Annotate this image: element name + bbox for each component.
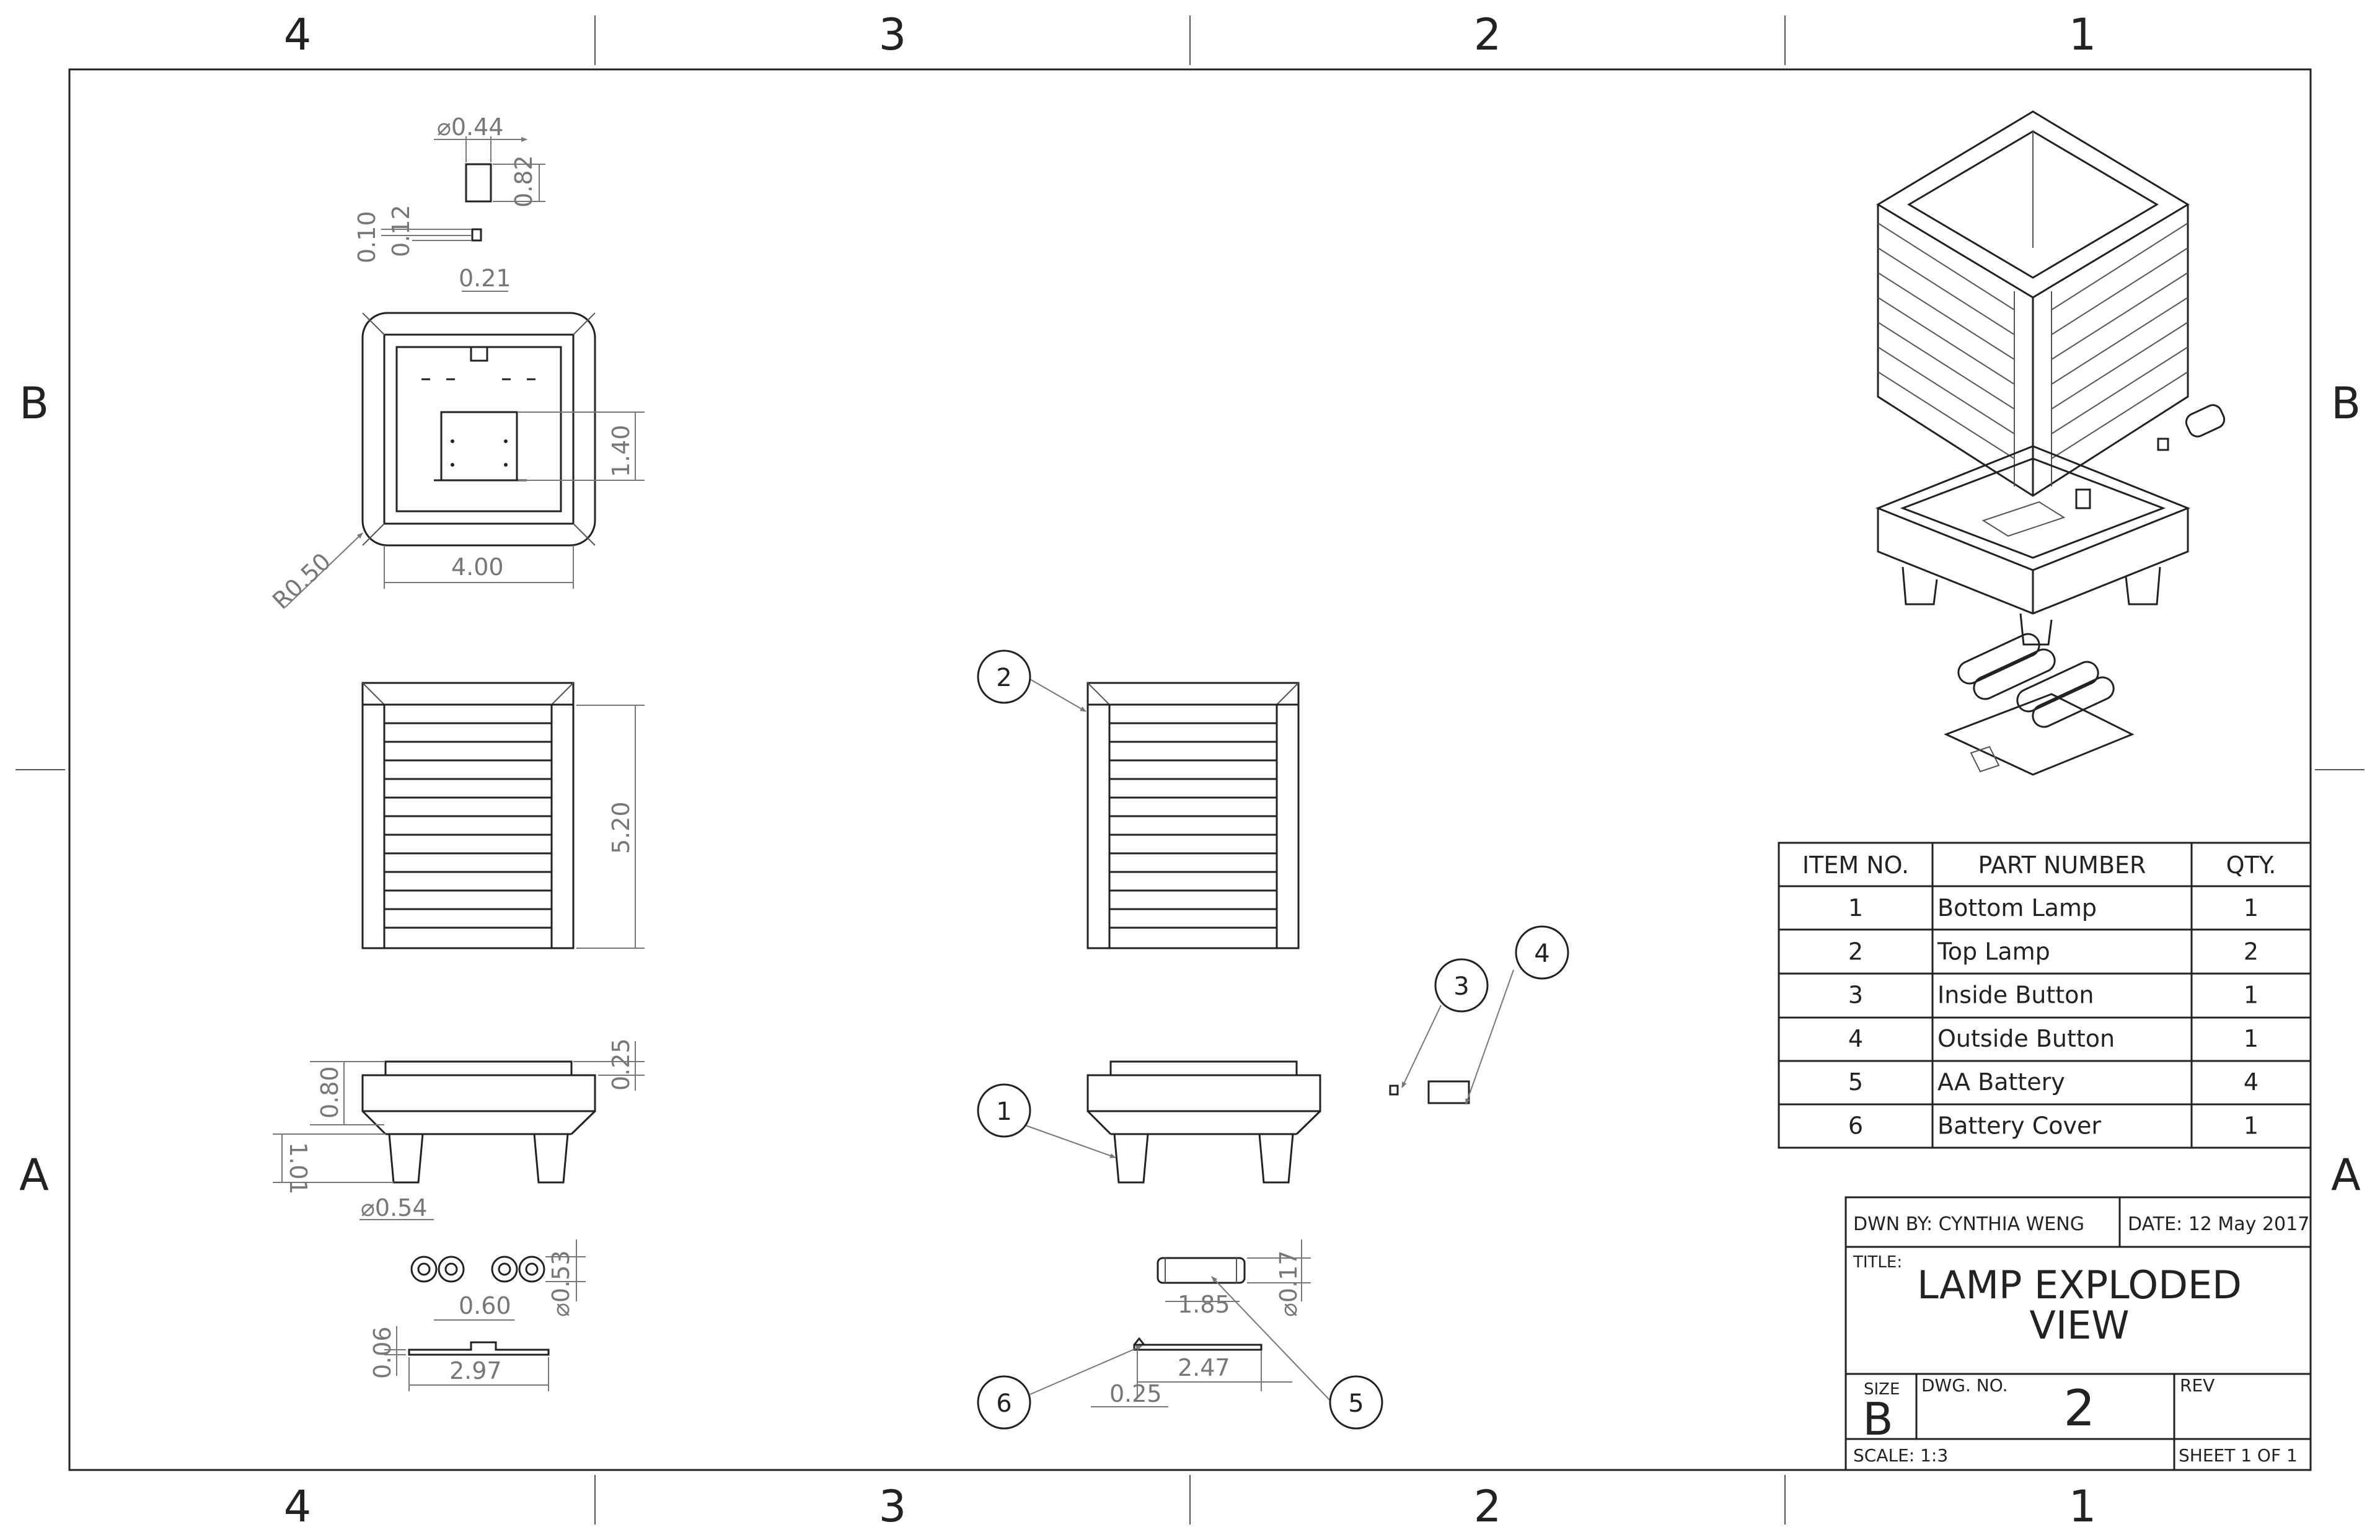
- bom-part-number: Inside Button: [1937, 982, 2094, 1009]
- dim-cover-t: 0.06: [369, 1326, 396, 1379]
- zone-col-1-bottom: 1: [2069, 1481, 2097, 1532]
- dim-inside-a: 0.10: [353, 211, 381, 263]
- dim-batt-dia-b: ⌀0.17: [1275, 1251, 1302, 1318]
- bottom-lamp-front-view: 0.80 0.25 1.01 ⌀0.54: [273, 1038, 645, 1221]
- dim-base-width: 4.00: [451, 553, 504, 581]
- dim-top-height: 5.20: [607, 801, 635, 854]
- sheet-size: B: [1862, 1393, 1893, 1445]
- drawing-title-line2: VIEW: [2029, 1303, 2129, 1348]
- dim-cover-len: 2.47: [1178, 1354, 1230, 1381]
- zone-col-4-bottom: 4: [284, 1481, 312, 1532]
- balloon-1: 1: [996, 1098, 1011, 1126]
- bom-row: 2 Top Lamp 2: [1848, 938, 2259, 965]
- bom-item-no: 1: [1848, 894, 1863, 922]
- bom-item-no: 3: [1848, 982, 1863, 1009]
- bom-part-number: Battery Cover: [1937, 1112, 2101, 1140]
- zone-row-a-right: A: [2331, 1150, 2361, 1200]
- bom-item-no: 4: [1848, 1025, 1863, 1052]
- bom-row: 1 Bottom Lamp 1: [1848, 894, 2259, 922]
- top-lamp-front-view: 5.20: [361, 682, 645, 949]
- dim-button-dia: ⌀0.44: [437, 113, 504, 141]
- battery-end-view: 0.60 ⌀0.53: [410, 1239, 586, 1321]
- balloon-4: 4: [1534, 939, 1549, 968]
- dim-batt-gap: 0.60: [459, 1292, 511, 1319]
- zone-col-2-bottom: 2: [1474, 1481, 1502, 1532]
- bom-qty: 1: [2244, 894, 2259, 922]
- zone-col-3-top: 3: [879, 9, 907, 60]
- bom-part-number: Top Lamp: [1937, 938, 2050, 965]
- top-lamp-exploded: [1086, 682, 1300, 949]
- zone-col-2-top: 2: [1474, 9, 1502, 60]
- dim-leg-h: 1.01: [284, 1142, 312, 1195]
- dim-cover-tab: 0.25: [1109, 1380, 1162, 1407]
- zone-row-b-left: B: [19, 378, 49, 429]
- bom-part-number: Outside Button: [1937, 1025, 2115, 1052]
- rev-label: REV: [2180, 1375, 2215, 1396]
- dim-inside-w: 0.21: [459, 265, 511, 292]
- dim-inside-b: 0.12: [387, 205, 415, 257]
- bottom-lamp-top-view: 1.40 R0.50 4.00: [267, 312, 645, 615]
- drawing-number: 2: [2064, 1379, 2096, 1437]
- dwg-label: DWG. NO.: [1921, 1375, 2008, 1396]
- bom-row: 6 Battery Cover 1: [1848, 1112, 2259, 1140]
- drawing-title-line1: LAMP EXPLODED: [1917, 1262, 2242, 1308]
- balloon-5: 5: [1348, 1389, 1364, 1418]
- drawing-scale: SCALE: 1:3: [1853, 1445, 1948, 1466]
- dim-base-inner: 1.40: [607, 425, 635, 477]
- battery-cover-exploded: 2.47 0.25: [1091, 1337, 1292, 1407]
- bom-header: PART NUMBER: [1978, 851, 2146, 879]
- balloon-3: 3: [1453, 972, 1469, 1001]
- size-label: SIZE: [1864, 1380, 1900, 1399]
- dim-base-lip: 0.25: [607, 1038, 635, 1091]
- bom-part-number: AA Battery: [1937, 1068, 2065, 1096]
- balloon-callouts: 2 1 3 4 5 6: [977, 649, 1569, 1430]
- zone-frame: 4 3 2 1 4 3 2 1 B A B A: [15, 9, 2365, 1532]
- bom-row: 5 AA Battery 4: [1848, 1068, 2259, 1096]
- dim-button-len: 0.82: [510, 155, 537, 208]
- isometric-assembly: [1875, 110, 2226, 776]
- bom-table: ITEM NO. PART NUMBER QTY. 1 Bottom Lamp 1 2 To…: [1778, 842, 2312, 1149]
- dim-batt-dia-a: ⌀0.53: [547, 1251, 575, 1318]
- bom-qty: 2: [2244, 938, 2259, 965]
- title-block: DWN BY: CYNTHIA WENG DATE: 12 May 2017 T…: [1844, 1196, 2312, 1471]
- bom-qty: 4: [2244, 1068, 2259, 1096]
- bom-item-no: 6: [1848, 1112, 1863, 1140]
- dim-leg-dia: ⌀0.54: [361, 1194, 428, 1221]
- drawn-by: DWN BY: CYNTHIA WENG: [1853, 1213, 2084, 1235]
- battery-cover-side-view: 0.06 2.97: [369, 1326, 550, 1391]
- zone-col-4-top: 4: [284, 9, 312, 60]
- drawing-date: DATE: 12 May 2017: [2128, 1213, 2309, 1235]
- bom-header: QTY.: [2226, 851, 2276, 879]
- bom-row: 3 Inside Button 1: [1848, 982, 2259, 1009]
- bottom-lamp-exploded: [1086, 1060, 1321, 1184]
- bom-qty: 1: [2244, 1112, 2259, 1140]
- bom-item-no: 5: [1848, 1068, 1863, 1096]
- zone-col-1-top: 1: [2069, 9, 2097, 60]
- bom-qty: 1: [2244, 1025, 2259, 1052]
- sheet-number: SHEET 1 OF 1: [2179, 1445, 2298, 1466]
- zone-row-b-right: B: [2331, 378, 2361, 429]
- bom-item-no: 2: [1848, 938, 1863, 965]
- zone-col-3-bottom: 3: [879, 1481, 907, 1532]
- balloon-2: 2: [996, 664, 1011, 692]
- balloon-6: 6: [996, 1389, 1011, 1418]
- outside-button-detail: ⌀0.44 0.82: [434, 113, 545, 208]
- dim-cover-w: 2.97: [449, 1357, 502, 1384]
- zone-row-a-left: A: [19, 1150, 49, 1200]
- buttons-exploded: [1389, 1080, 1470, 1104]
- bom-header: ITEM NO.: [1802, 851, 1909, 879]
- dim-base-h: 0.80: [316, 1066, 343, 1119]
- battery-exploded: 1.85 ⌀0.17: [1157, 1239, 1311, 1318]
- dim-corner-radius: R0.50: [267, 548, 336, 615]
- bom-row: 4 Outside Button 1: [1848, 1025, 2259, 1052]
- title-label: TITLE:: [1853, 1253, 1902, 1272]
- inside-button-detail: 0.10 0.12 0.21: [353, 205, 511, 292]
- bom-part-number: Bottom Lamp: [1937, 894, 2097, 922]
- drawing-border: [68, 68, 2312, 1471]
- dim-batt-len: 1.85: [1178, 1291, 1230, 1318]
- bom-qty: 1: [2244, 982, 2259, 1009]
